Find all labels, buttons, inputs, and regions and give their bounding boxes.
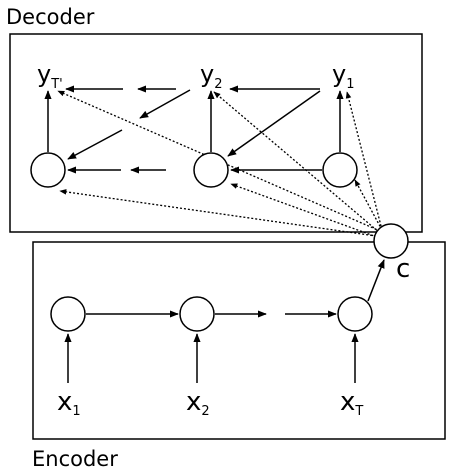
input-sub: 1 xyxy=(72,404,80,419)
input-base: x xyxy=(57,387,72,417)
encoder-state-t xyxy=(337,296,373,332)
decoder-state-t xyxy=(30,152,66,188)
input-base: x xyxy=(186,387,201,417)
encoder-state-1 xyxy=(50,296,86,332)
svg-text:xT: xT xyxy=(340,387,363,419)
decoder-label: Decoder xyxy=(6,5,95,29)
input-sub: 2 xyxy=(201,404,209,419)
output-sub: 1 xyxy=(346,77,354,92)
output-y-2: y2 xyxy=(200,60,222,92)
svg-text:y1: y1 xyxy=(332,60,354,92)
decoder-box xyxy=(9,33,423,233)
output-base: y xyxy=(200,60,214,88)
encoder-box xyxy=(32,241,446,440)
output-base: y xyxy=(37,60,51,88)
input-sub: T xyxy=(354,404,363,419)
output-base: y xyxy=(332,60,346,88)
encoder-state-2 xyxy=(179,296,215,332)
svg-text:x2: x2 xyxy=(186,387,210,419)
output-y-1: y1 xyxy=(332,60,354,92)
context-vector xyxy=(373,223,409,259)
encoder-arrows xyxy=(64,259,385,383)
output-sub: 2 xyxy=(214,77,222,92)
svg-text:x1: x1 xyxy=(57,387,81,419)
input-x-1: x1 xyxy=(57,387,81,419)
output-sub: T' xyxy=(50,77,63,92)
decoder-state-2 xyxy=(193,152,229,188)
svg-text:yT': yT' xyxy=(37,60,63,92)
svg-text:y2: y2 xyxy=(200,60,222,92)
input-x-t: xT xyxy=(340,387,363,419)
attention-lines xyxy=(57,90,383,238)
output-y-t-prime: yT' xyxy=(37,60,63,92)
input-base: x xyxy=(340,387,355,417)
decoder-arrows xyxy=(44,85,344,174)
decoder-state-1 xyxy=(322,152,358,188)
encoder-label: Encoder xyxy=(32,447,118,471)
input-x-2: x2 xyxy=(186,387,210,419)
context-label: c xyxy=(396,254,410,284)
